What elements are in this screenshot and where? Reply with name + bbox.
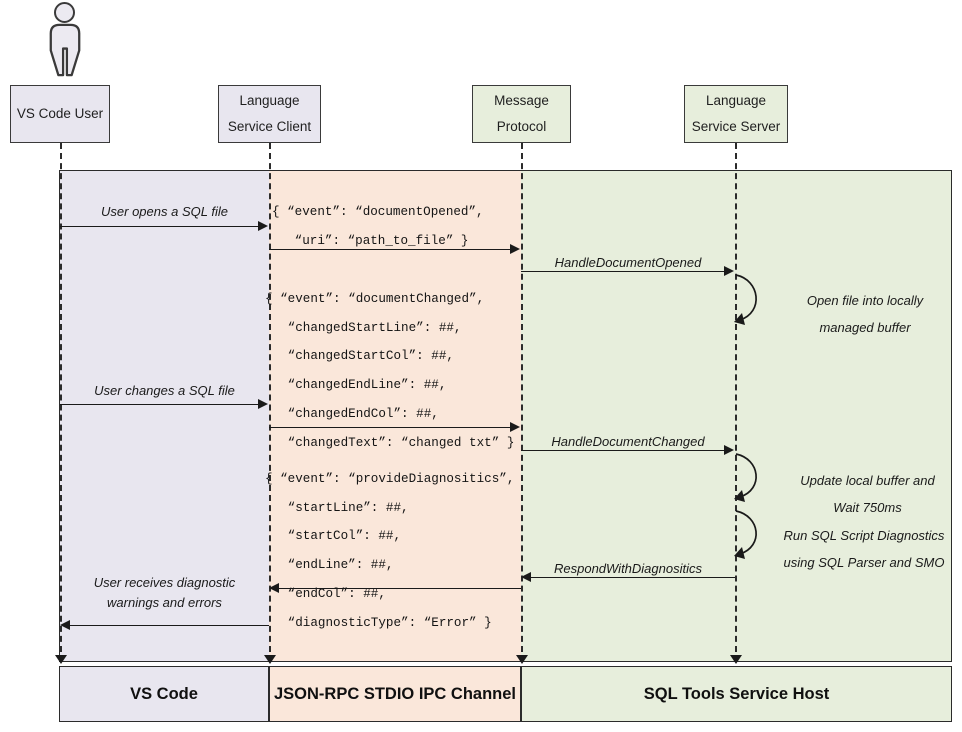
message-label-respond-with-diagnositics: RespondWithDiagnositics [553,561,702,576]
footer-segment-json-rpc[interactable]: JSON-RPC STDIO IPC Channel [269,666,521,722]
message-line-respond-with-diagnositics [531,577,735,578]
lifeline-header-message-protocol-line2: Protocol [496,119,547,134]
json-payload-document-opened: { “event”: “documentOpened”, “uri”: “pat… [272,205,484,248]
lifeline-header-language-service-server[interactable]: Language Service Server [684,85,788,143]
footer-segment-sql-tools[interactable]: SQL Tools Service Host [521,666,952,722]
actor-head-icon [54,2,75,23]
message-arrow-user-changes-sql-file [258,399,268,409]
lifeline-header-message-protocol[interactable]: Message Protocol [472,85,571,143]
lifeline-end-arrow-message-protocol [516,655,528,664]
lifeline-header-language-service-server-line2: Service Server [691,119,781,134]
lifeline-end-arrow-vs-code-user [55,655,67,664]
lifeline-message-protocol [521,143,523,662]
message-label-user-receives-diagnostics: User receives diagnostic warnings and er… [93,575,236,611]
lifeline-header-message-protocol-line1: Message [494,93,549,109]
lifeline-header-language-service-server-line1: Language [705,93,767,109]
lifeline-header-language-service-client-line1: Language [239,93,300,109]
footer-label-json-rpc: JSON-RPC STDIO IPC Channel [273,684,517,703]
message-arrow-handle-document-opened [724,266,734,276]
footer-label-sql-tools: SQL Tools Service Host [643,684,830,703]
actor-body-icon [49,23,81,77]
message-label-user-changes-sql-file: User changes a SQL file [94,383,235,398]
self-loop-open-file [734,274,757,325]
lifeline-header-vs-code-user-line1: VS Code User [16,106,104,122]
message-arrow-user-receives-diagnostics [60,620,70,630]
message-line-user-changes-sql-file [60,404,260,405]
message-arrow-document-opened-to-protocol [510,244,520,254]
lifeline-end-arrow-language-service-client [264,655,276,664]
note-update-buffer-wait: Update local buffer and Wait 750ms [800,473,935,515]
message-label-user-opens-sql-file: User opens a SQL file [101,204,228,219]
lifeline-language-service-server [735,143,737,662]
message-line-handle-document-opened [521,271,726,272]
message-label-handle-document-changed: HandleDocumentChanged [551,434,705,449]
vs-code-user-actor [36,2,96,78]
lifeline-vs-code-user [60,143,62,662]
lifeline-header-language-service-client[interactable]: Language Service Client [218,85,321,143]
message-line-handle-document-changed [521,450,726,451]
footer-segment-vs-code[interactable]: VS Code [59,666,269,722]
self-loop-run-diagnostics [734,510,757,559]
message-arrow-respond-with-diagnositics [521,572,531,582]
self-loop-update-buffer [734,453,757,502]
message-line-user-receives-diagnostics [70,625,269,626]
lifeline-header-language-service-client-line2: Service Client [227,119,312,134]
message-label-handle-document-opened: HandleDocumentOpened [554,255,702,270]
band-vs-code [59,170,269,662]
lifeline-header-vs-code-user[interactable]: VS Code User [10,85,110,143]
note-open-file-into-buffer: Open file into locally managed buffer [806,293,924,335]
footer-label-vs-code: VS Code [130,684,198,703]
json-payload-provide-diagnositics: { “event”: “provideDiagnositics”, “start… [265,472,515,630]
lifeline-end-arrow-language-service-server [730,655,742,664]
message-line-user-opens-sql-file [60,226,260,227]
message-arrow-user-opens-sql-file [258,221,268,231]
message-line-document-opened-to-protocol [269,249,512,250]
message-arrow-document-changed-to-protocol [510,422,520,432]
json-payload-document-changed: { “event”: “documentChanged”, “changedSt… [265,292,515,450]
lifeline-language-service-client [269,143,271,662]
message-line-diagnostics-to-client [279,588,521,589]
band-json-rpc [269,170,521,662]
message-line-document-changed-to-protocol [269,427,512,428]
message-arrow-handle-document-changed [724,445,734,455]
note-run-sql-script-diagnostics: Run SQL Script Diagnostics using SQL Par… [783,528,945,570]
message-arrow-diagnostics-to-client [269,583,279,593]
